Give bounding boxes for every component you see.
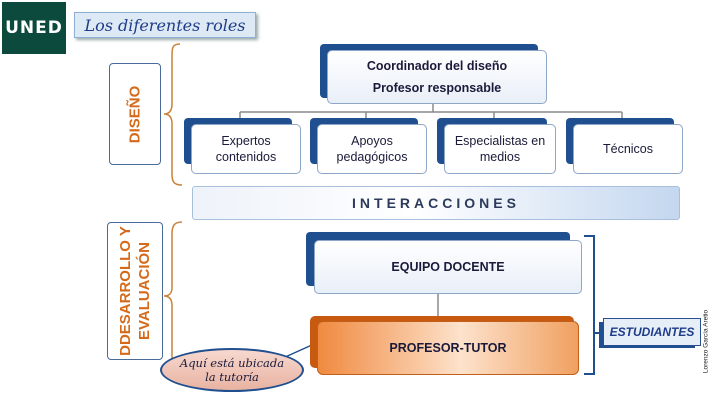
estudiantes-bracket [584, 235, 595, 375]
slide-title: Los diferentes roles [74, 12, 256, 38]
role-apoyos-line1: Apoyos [351, 134, 393, 148]
desarrollo-line1: DDESARROLLO Y [117, 226, 135, 356]
role-tecnicos-line1: Técnicos [602, 142, 654, 156]
author-credit-text: Lorenzo García Aretio [702, 309, 710, 374]
tutoria-callout: Aquí está ubicada la tutoría [160, 348, 304, 392]
uned-logo: UNED [2, 2, 66, 54]
diseno-bracket [163, 43, 183, 186]
callout-line1: Aquí está ubicada [179, 356, 285, 370]
callout-line2: la tutoría [205, 370, 259, 384]
author-credit: Lorenzo García Aretio [698, 300, 714, 390]
coordinator-line2: Profesor responsable [372, 81, 502, 95]
diseno-section-label: DISEÑO [109, 63, 161, 165]
role-apoyos-line2: pedagógicos [336, 150, 408, 164]
profesor-tutor-box: PROFESOR-TUTOR [317, 321, 579, 375]
role-especialistas-line2: medios [479, 150, 521, 164]
desarrollo-line2: EVALUACIÓN [136, 241, 154, 341]
interacciones-banner: INTERACCIONES [192, 186, 680, 220]
coordinator-box: Coordinador del diseño Profesor responsa… [327, 50, 547, 104]
coordinator-line1: Coordinador del diseño [366, 59, 508, 73]
equipo-docente-box: EQUIPO DOCENTE [314, 240, 582, 294]
role-box-expertos: Expertos contenidos [191, 124, 301, 174]
diseno-label-text: DISEÑO [126, 85, 144, 143]
role-box-apoyos: Apoyos pedagógicos [317, 124, 427, 174]
desarrollo-label-text: DDESARROLLO Y EVALUACIÓN [116, 226, 154, 356]
role-expertos-line2: contenidos [215, 150, 277, 164]
role-especialistas-line1: Especialistas en [454, 134, 546, 148]
desarrollo-bracket [163, 221, 185, 369]
role-box-especialistas: Especialistas en medios [444, 124, 556, 174]
role-expertos-line1: Expertos [221, 134, 271, 148]
estudiantes-box: ESTUDIANTES [603, 318, 701, 346]
desarrollo-section-label: DDESARROLLO Y EVALUACIÓN [107, 222, 163, 360]
role-box-tecnicos: Técnicos [573, 124, 683, 174]
